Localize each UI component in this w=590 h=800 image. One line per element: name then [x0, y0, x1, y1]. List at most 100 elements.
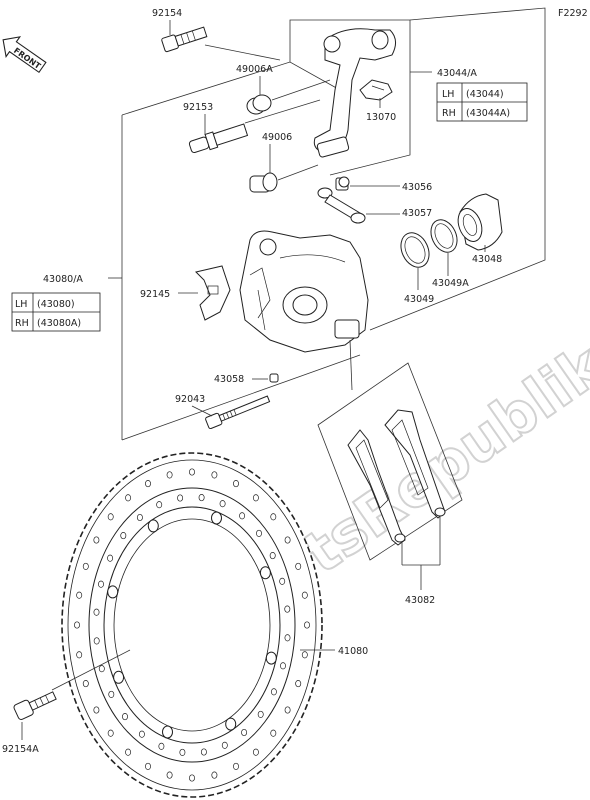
- table-43044: LH (43044) RH (43044A): [436, 82, 528, 122]
- disc-vent-holes: [74, 468, 310, 782]
- table-43044-side-lh: LH: [442, 89, 454, 100]
- pad-pin-92043: [205, 395, 271, 430]
- disc-hole: [284, 605, 291, 613]
- disc-hole: [93, 637, 100, 645]
- disc-hole: [158, 742, 165, 750]
- callout-92154a: 92154A: [2, 744, 39, 755]
- disc-hole: [284, 706, 291, 714]
- disc-rivet: [162, 725, 173, 739]
- disc-rivet: [225, 717, 237, 731]
- disc-hole: [107, 729, 114, 737]
- disc-hole: [177, 494, 184, 502]
- disc-hole: [93, 536, 100, 544]
- piston-seal-43049: [400, 232, 430, 268]
- disc-hole: [219, 500, 226, 508]
- disc-hole: [295, 562, 302, 570]
- table-43080-part-rh: (43080A): [37, 318, 81, 329]
- diagram-ref-code: F2292: [558, 8, 588, 19]
- disc-hole: [76, 651, 83, 659]
- disc-hole: [233, 480, 239, 488]
- disc-rivet: [211, 511, 222, 525]
- callout-92145: 92145: [140, 289, 170, 300]
- disc-hole: [166, 771, 173, 779]
- disc-hole: [252, 748, 259, 756]
- disc-hole: [284, 536, 291, 544]
- brake-pad-leader: [401, 516, 441, 590]
- disc-hole: [108, 690, 115, 698]
- table-43080: LH (43080) RH (43080A): [11, 292, 101, 332]
- callout-92043: 92043: [175, 394, 205, 405]
- piston-43048: [457, 193, 503, 251]
- dust-seal-43049a: [430, 219, 458, 253]
- disc-hole: [136, 513, 143, 522]
- callout-49006: 49006: [262, 132, 292, 143]
- disc-hole: [200, 748, 207, 756]
- disc-hole: [120, 532, 127, 540]
- table-43044-part-lh: (43044): [466, 89, 504, 100]
- disc-hole: [198, 494, 205, 502]
- disc-hole: [221, 741, 228, 749]
- disc-rivets: [107, 511, 277, 739]
- disc-hole: [107, 513, 114, 521]
- callout-43080a: 43080/A: [43, 274, 83, 285]
- disc-hole: [279, 577, 286, 585]
- disc-hole: [93, 706, 100, 714]
- disc-rivet: [259, 566, 271, 580]
- callout-43056: 43056: [402, 182, 432, 193]
- disc-rivet: [113, 670, 125, 684]
- brake-pad-left-43082: [347, 429, 406, 546]
- disc-hole: [269, 552, 276, 560]
- bleeder-valve-43056: [335, 176, 350, 191]
- disc-hole: [256, 529, 262, 537]
- disc-hole: [233, 762, 239, 770]
- disc-hole: [241, 728, 248, 737]
- brake-pad-right-43082: [384, 409, 446, 519]
- disc-hole: [107, 554, 114, 562]
- disc-hole: [138, 730, 145, 738]
- bracket-assembly-outline: [289, 7, 546, 331]
- table-43044-part-rh: (43044A): [466, 108, 510, 119]
- callout-43082: 43082: [405, 595, 435, 606]
- caliper-bracket-43044: [313, 28, 396, 158]
- disc-hole: [211, 471, 218, 479]
- brake-pad-outline-box: [317, 362, 463, 561]
- disc-hole: [304, 621, 310, 629]
- disc-hole: [295, 680, 302, 688]
- disc-hole: [211, 771, 218, 779]
- caliper-body-43080: [239, 230, 369, 353]
- disc-hole: [82, 680, 89, 688]
- disc-hole: [301, 651, 308, 659]
- disc-rivet: [107, 585, 119, 599]
- disc-hole: [145, 762, 151, 770]
- pad-spring-92145: [195, 265, 231, 321]
- disc-hole: [74, 621, 80, 629]
- disc-rivet: [265, 651, 277, 665]
- disc-hole: [125, 748, 132, 756]
- disc-hole: [301, 591, 308, 599]
- cap-43058: [269, 373, 279, 383]
- pin-92153: [188, 123, 249, 154]
- callout-43048: 43048: [472, 254, 502, 265]
- disc-hole: [252, 494, 259, 502]
- brake-disc-41080: [61, 452, 323, 798]
- callout-43044a: 43044/A: [437, 68, 477, 79]
- callout-49006a: 49006A: [236, 64, 273, 75]
- disc-hole: [270, 688, 277, 696]
- bushing-49006a: [246, 94, 272, 115]
- disc-hole: [270, 513, 277, 521]
- disc-hole: [189, 468, 195, 476]
- disc-hole: [284, 634, 291, 642]
- callout-43057: 43057: [402, 208, 432, 219]
- table-43080-part-lh: (43080): [37, 299, 75, 310]
- disc-hole: [189, 774, 195, 782]
- disc-hole: [98, 665, 105, 673]
- disc-bolt-92154a: [13, 691, 57, 721]
- callout-43049: 43049: [404, 294, 434, 305]
- callout-43049a: 43049A: [432, 278, 469, 289]
- disc-hole: [82, 562, 89, 570]
- callout-41080: 41080: [338, 646, 368, 657]
- disc-hole: [166, 471, 173, 479]
- disc-hole: [179, 748, 186, 756]
